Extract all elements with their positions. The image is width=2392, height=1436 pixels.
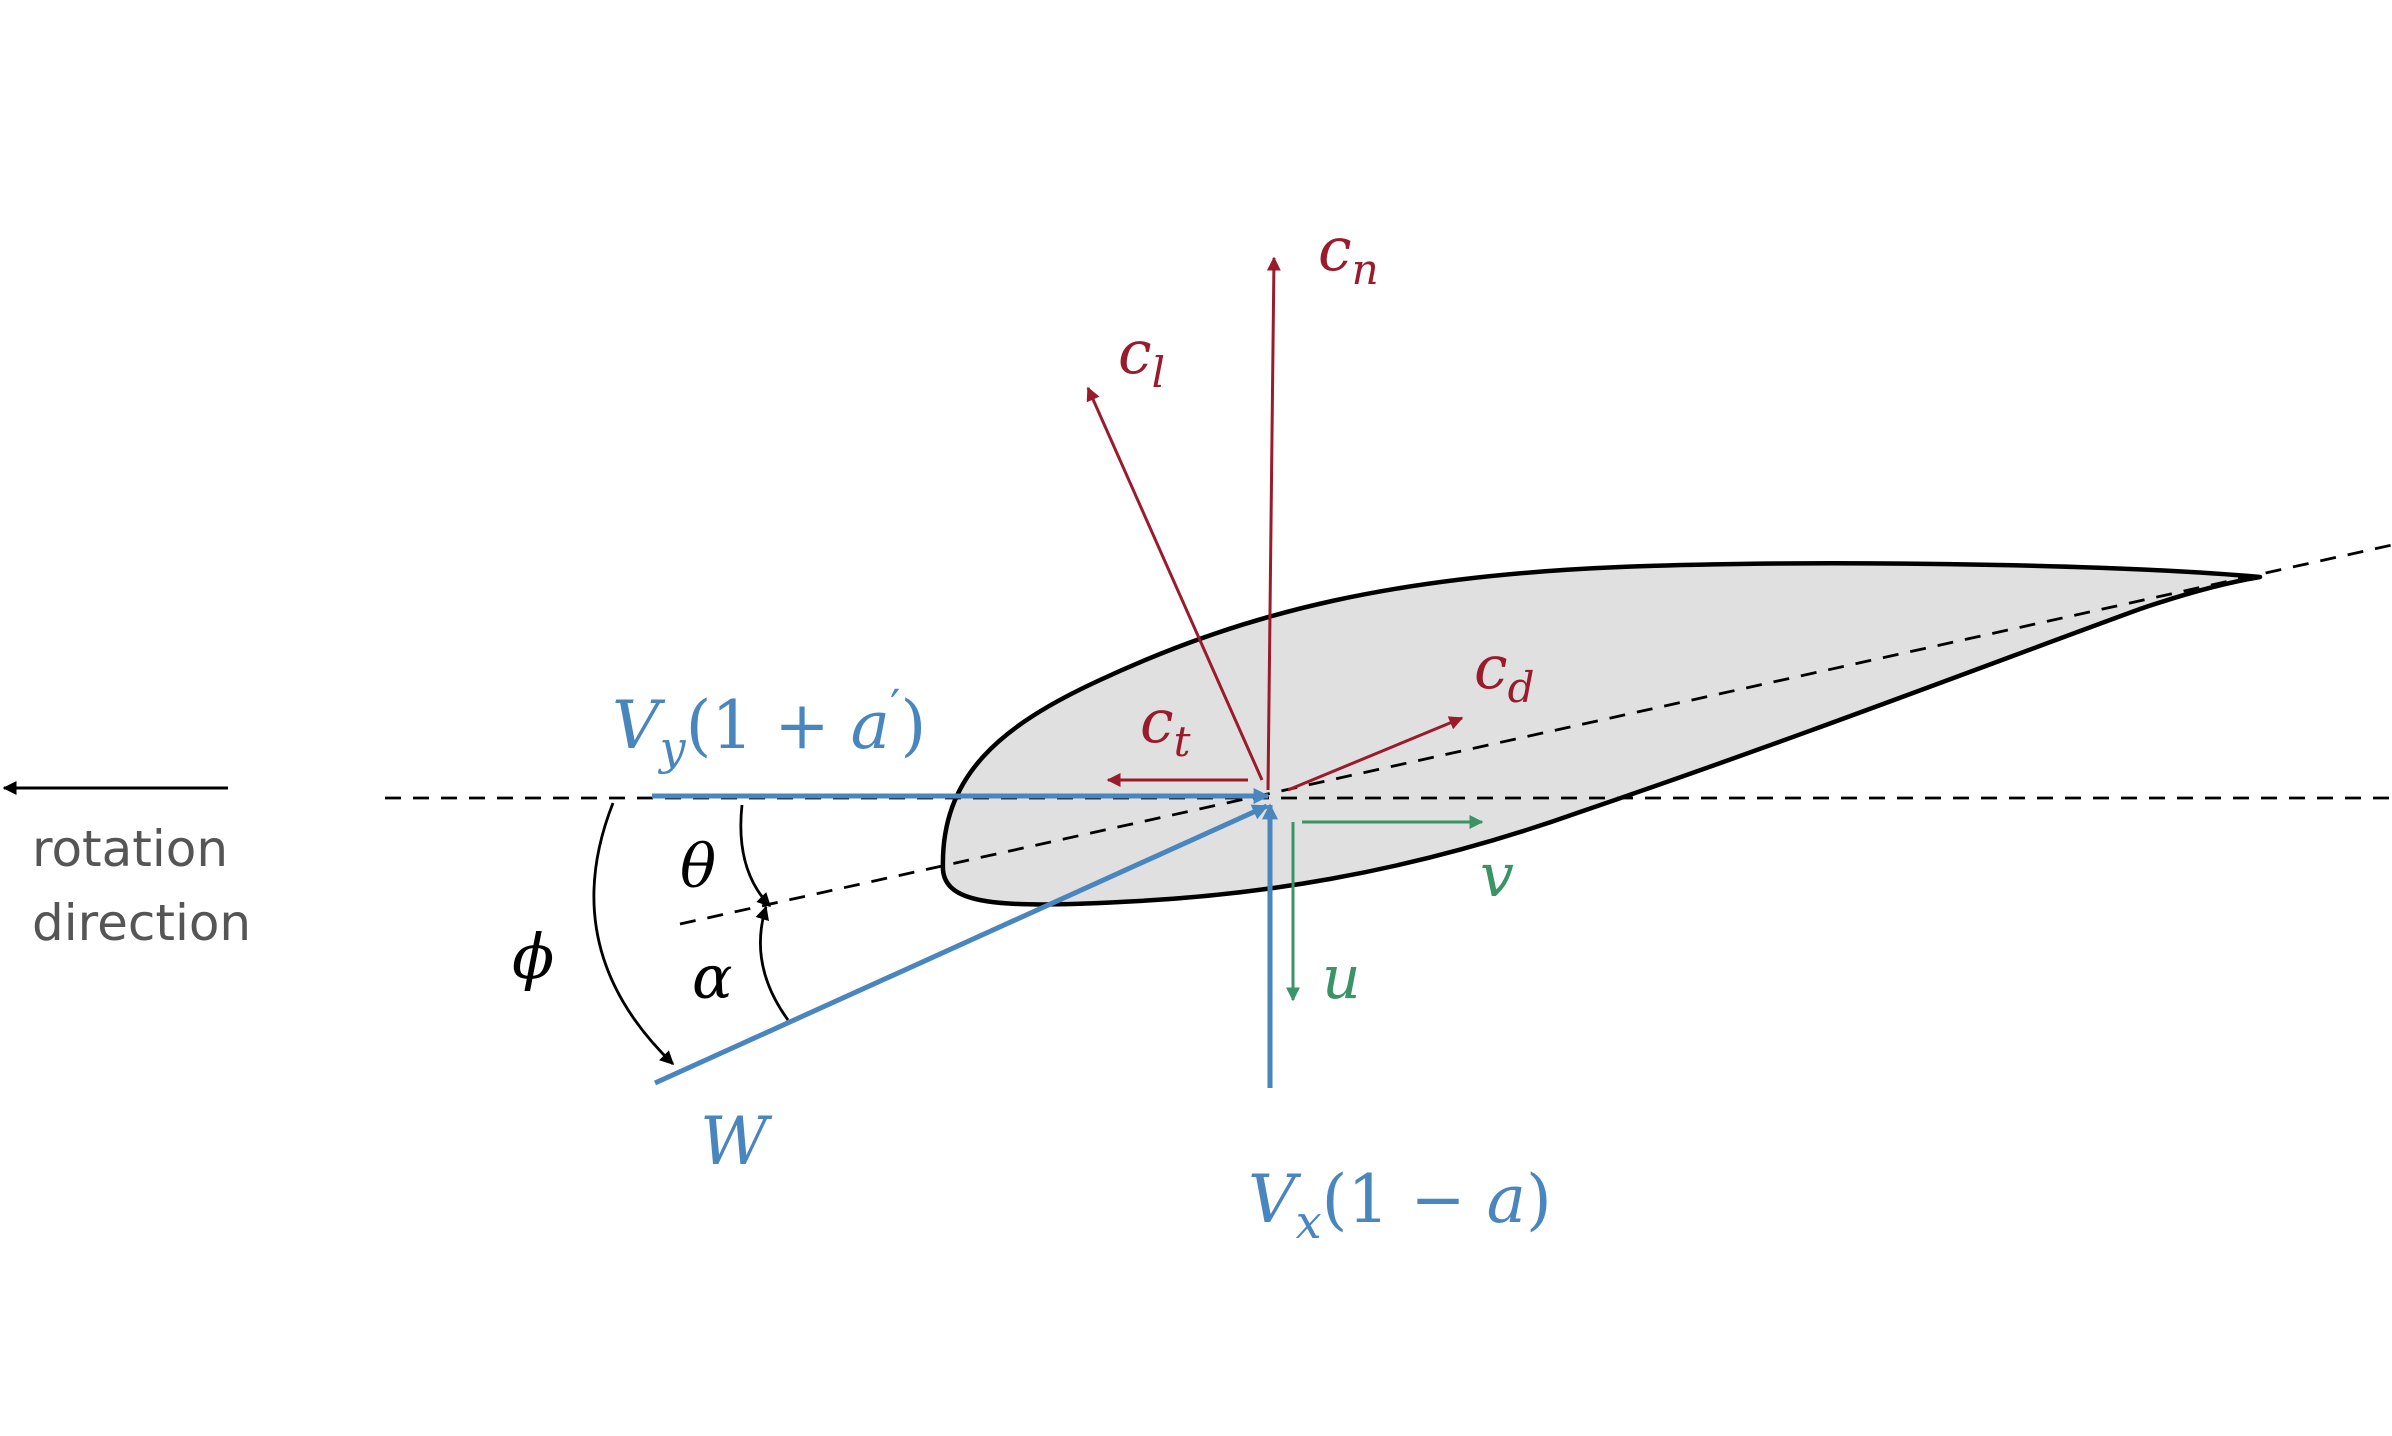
w-label: W <box>700 1103 773 1180</box>
u-label: u <box>1322 943 1361 1013</box>
cl-arrow <box>1086 386 1264 781</box>
vy-label-prime: ′ <box>890 679 900 733</box>
vx-label-base: V <box>1248 1161 1302 1238</box>
vx-label-sub: x <box>1296 1195 1322 1249</box>
vy-label-a: a <box>851 687 890 764</box>
phi-label: ϕ <box>512 920 554 993</box>
cl-label-base: c <box>1118 318 1152 388</box>
w-relative-velocity-arrow <box>653 803 1269 1086</box>
vy-label-close: ) <box>900 687 926 764</box>
cd-arrow <box>1287 716 1464 792</box>
theta-arc <box>739 804 772 908</box>
vy-label: Vy(1 + a′) <box>612 679 926 775</box>
cd-label-base: c <box>1474 633 1508 703</box>
ct-label-base: c <box>1140 687 1174 757</box>
alpha-arc <box>755 905 790 1021</box>
vy-label-open: (1 + <box>686 687 851 764</box>
phi-arc <box>592 802 675 1066</box>
ct-label-sub: t <box>1174 717 1191 766</box>
direction-label: direction <box>32 894 251 952</box>
v-label: v <box>1480 841 1514 911</box>
vx-label-close: ) <box>1526 1161 1552 1238</box>
vy-label-base: V <box>612 687 666 764</box>
vx-label-a: a <box>1487 1161 1526 1238</box>
cl-label-sub: l <box>1152 348 1165 397</box>
cl-label: cl <box>1118 318 1165 397</box>
chord-line <box>679 543 2392 926</box>
vx-label: Vx(1 − a) <box>1248 1161 1552 1249</box>
cn-arrow <box>1266 256 1281 791</box>
ct-label: ct <box>1140 687 1191 766</box>
cd-label-sub: d <box>1508 663 1535 712</box>
alpha-label: α <box>692 943 733 1013</box>
cn-label-sub: n <box>1352 245 1379 294</box>
vy-label-sub: y <box>658 721 687 775</box>
cd-label: cd <box>1474 633 1535 712</box>
cn-label: cn <box>1318 215 1379 294</box>
rotation-label: rotation <box>32 820 228 878</box>
vx-label-open: (1 − <box>1322 1161 1487 1238</box>
theta-label: θ <box>680 832 716 902</box>
cn-label-base: c <box>1318 215 1352 285</box>
